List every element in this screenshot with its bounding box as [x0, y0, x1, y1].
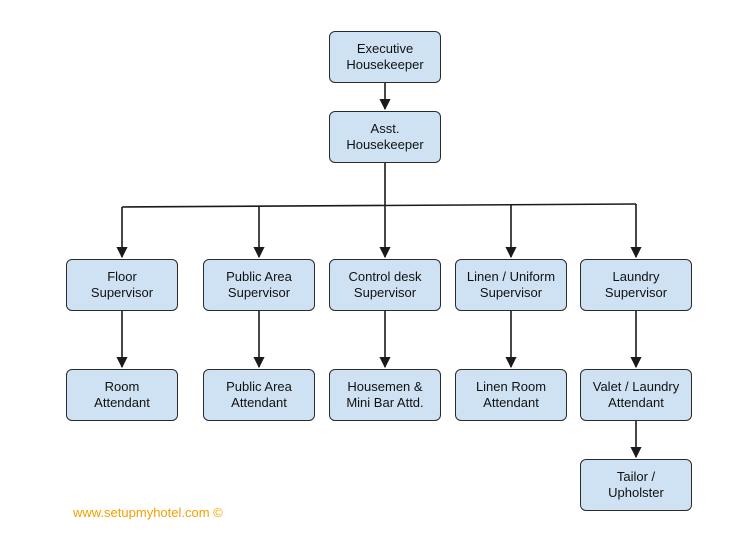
node-label-line1: Room [104, 379, 140, 394]
node-label-line2: Attendant [94, 395, 150, 410]
node-label-line2: Upholster [608, 485, 664, 500]
node-label-line2: Supervisor [90, 285, 154, 300]
node-tailor-upholster: Tailor / Upholster [580, 459, 692, 511]
node-label-line2: Supervisor [353, 285, 417, 300]
node-label-line1: Public Area [226, 269, 292, 284]
node-linen-room-attendant: Linen Room Attendant [455, 369, 567, 421]
node-label-line2: Mini Bar Attd. [346, 395, 424, 410]
node-public-area-attendant: Public Area Attendant [203, 369, 315, 421]
node-label-line2: Housekeeper [346, 57, 424, 72]
node-floor-supervisor: Floor Supervisor [66, 259, 178, 311]
node-laundry-supervisor: Laundry Supervisor [580, 259, 692, 311]
node-executive-housekeeper: Executive Housekeeper [329, 31, 441, 83]
node-label-line1: Linen / Uniform [466, 269, 556, 284]
node-label-line1: Laundry [612, 269, 660, 284]
node-label-line2: Supervisor [479, 285, 543, 300]
node-control-desk-supervisor: Control desk Supervisor [329, 259, 441, 311]
node-label-line2: Attendant [483, 395, 539, 410]
node-label-line1: Floor [107, 269, 137, 284]
node-label-line2: Housekeeper [346, 137, 424, 152]
node-label-line1: Valet / Laundry [592, 379, 680, 394]
node-label-line1: Public Area [226, 379, 292, 394]
node-label-line1: Housemen & [347, 379, 423, 394]
node-housemen-minibar-attendant: Housemen & Mini Bar Attd. [329, 369, 441, 421]
node-label-line2: Supervisor [227, 285, 291, 300]
node-label-line1: Tailor / [616, 469, 656, 484]
node-linen-uniform-supervisor: Linen / Uniform Supervisor [455, 259, 567, 311]
node-label-line1: Executive [356, 41, 414, 56]
node-label-line1: Asst. [370, 121, 400, 136]
node-label-line1: Control desk [348, 269, 422, 284]
node-label-line2: Attendant [231, 395, 287, 410]
node-label-line2: Attendant [608, 395, 664, 410]
node-asst-housekeeper: Asst. Housekeeper [329, 111, 441, 163]
connector-bus [121, 203, 637, 208]
node-room-attendant: Room Attendant [66, 369, 178, 421]
node-label-line2: Supervisor [604, 285, 668, 300]
node-valet-laundry-attendant: Valet / Laundry Attendant [580, 369, 692, 421]
node-label-line1: Linen Room [475, 379, 547, 394]
node-public-area-supervisor: Public Area Supervisor [203, 259, 315, 311]
watermark-link[interactable]: www.setupmyhotel.com © [73, 505, 223, 520]
